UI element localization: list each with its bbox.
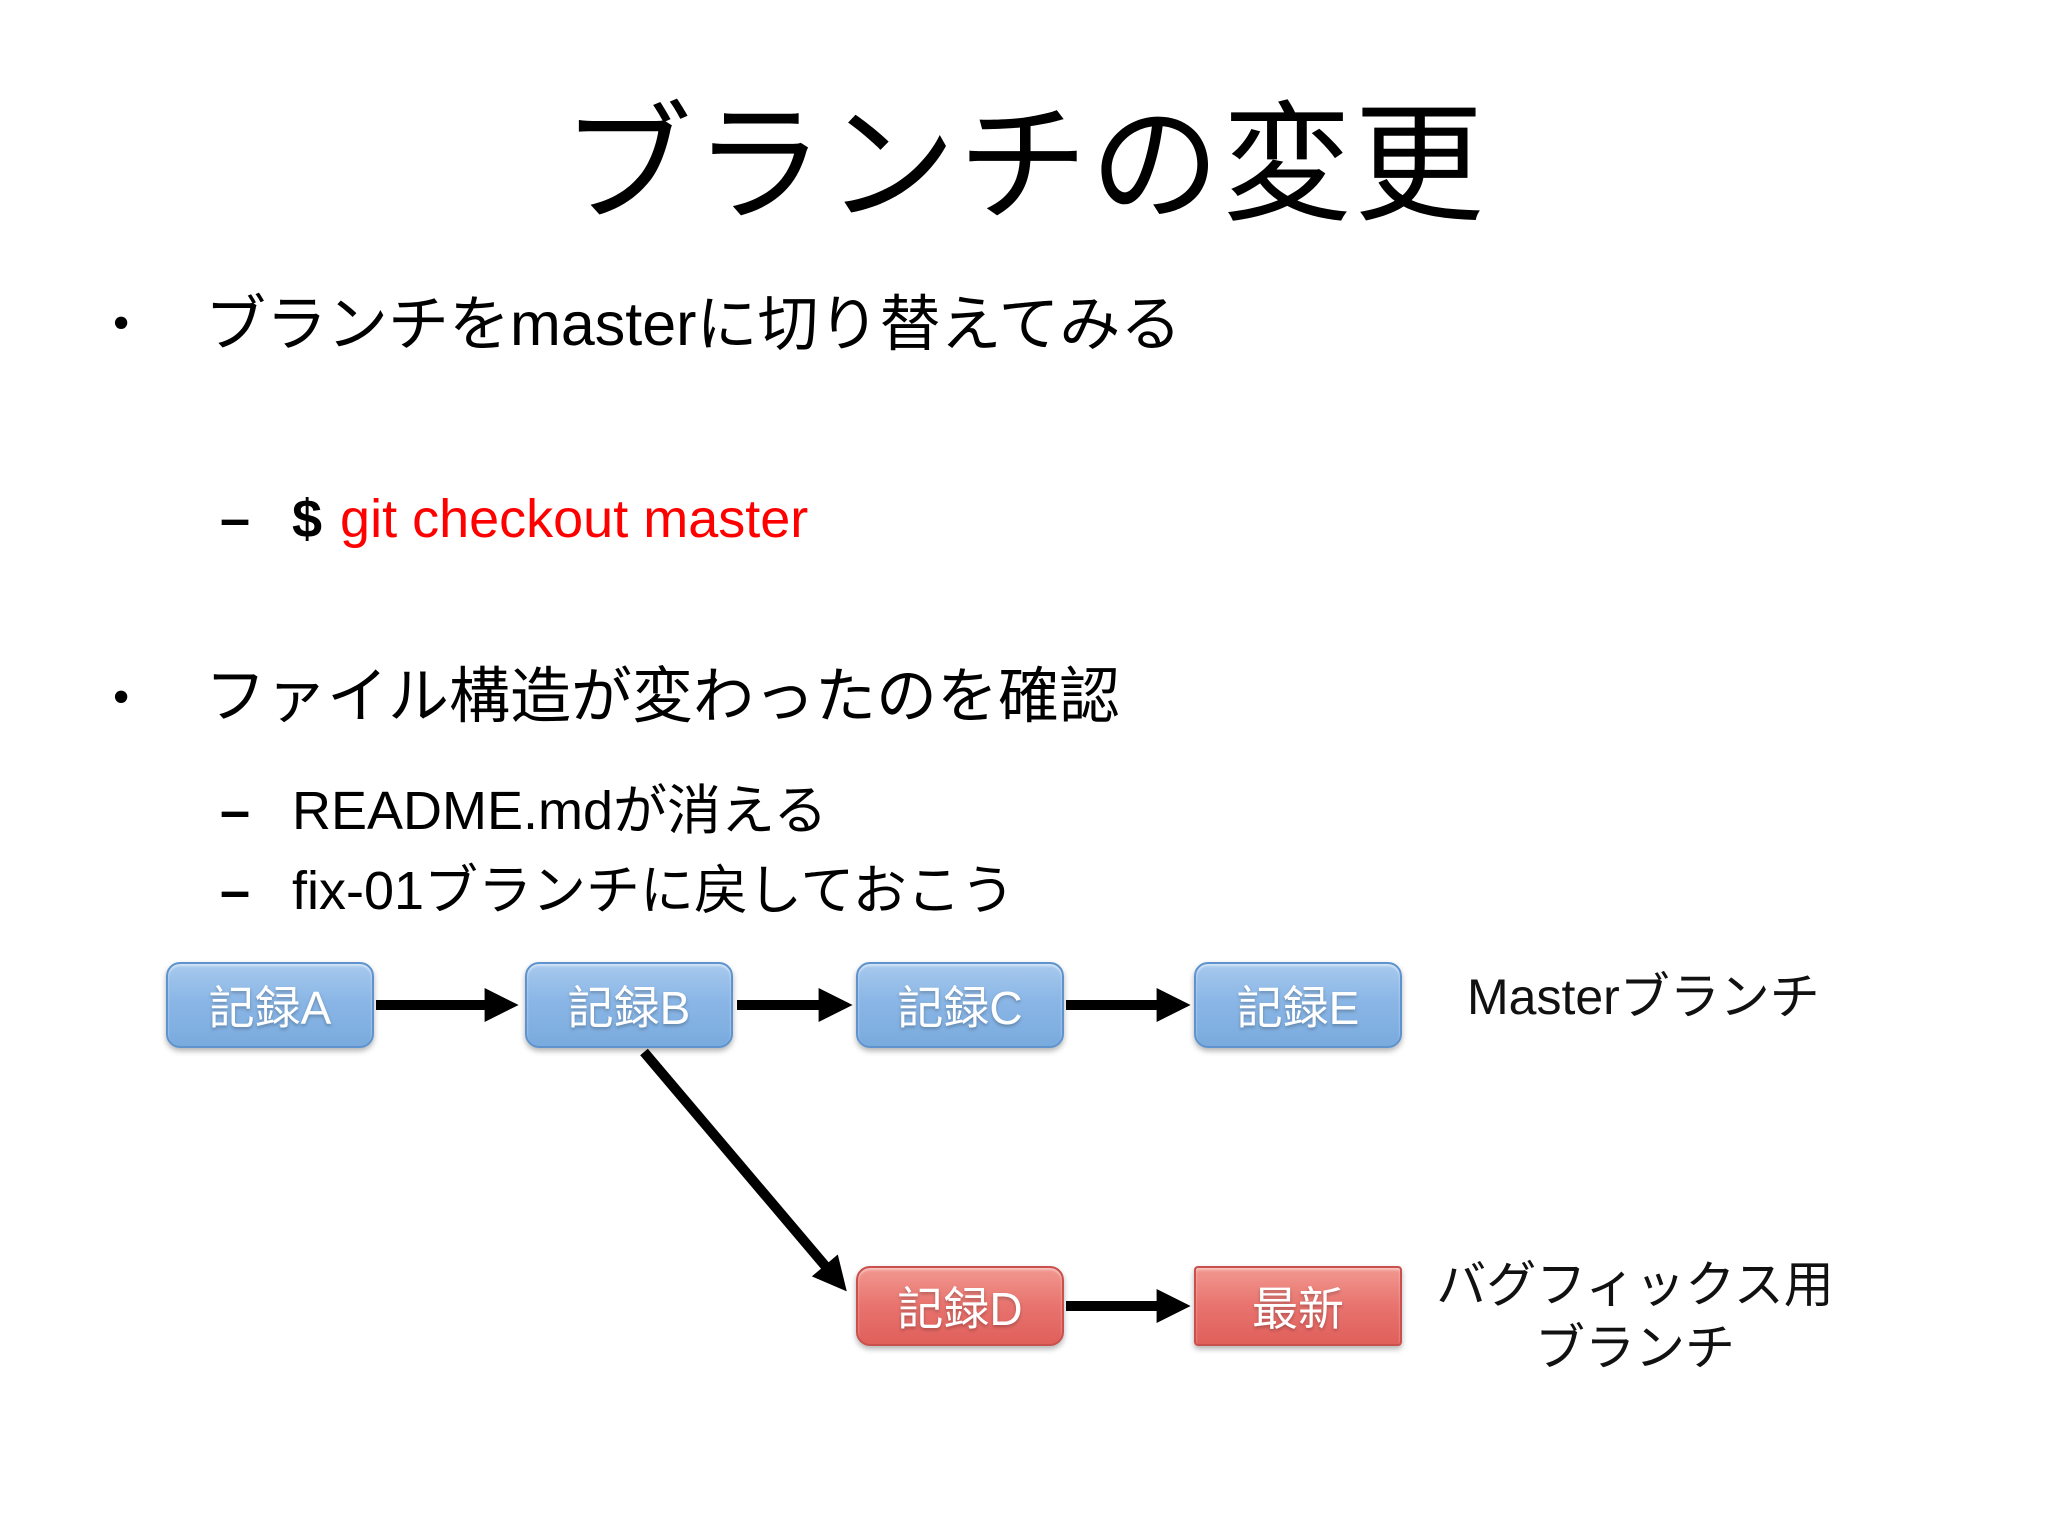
dash-icon: – (220, 781, 251, 841)
bullet-switch-to-master: • ブランチをmasterに切り替えてみる (112, 286, 1181, 364)
commit-node-a: 記録A (166, 962, 374, 1048)
bullet-icon: • (112, 295, 131, 352)
readme-text-jp: が消える (613, 781, 828, 841)
arrow-b-to-d (640, 1048, 847, 1292)
sub-bullet-git-checkout: – $ git checkout master (220, 484, 808, 554)
readme-filename: README.md (292, 781, 614, 841)
bugfix-branch-label-line1: バグフィックス用 (1436, 1257, 1834, 1313)
bullet-switch-text-jp1: ブランチを (205, 292, 511, 359)
fix01-text: fix-01ブランチに戻しておこう (292, 856, 1015, 926)
fix01-text-jp: ブランチに戻しておこう (424, 861, 1015, 921)
sub-bullet-readme: – README.mdが消える (220, 776, 827, 846)
bullet-switch-text-master: master (510, 290, 697, 358)
master-branch-label: Masterブランチ (1467, 969, 1820, 1025)
commit-node-d: 記録D (856, 1266, 1064, 1346)
bullet-switch-text: ブランチをmasterに切り替えてみる (205, 286, 1181, 364)
bullet-switch-text-jp2: に切り替えてみる (696, 292, 1182, 359)
fix01-branch-name: fix-01 (292, 861, 425, 921)
git-checkout-command: git checkout master (340, 489, 809, 549)
commit-node-latest: 最新 (1194, 1266, 1402, 1346)
dash-icon: – (220, 489, 251, 549)
commit-node-c: 記録C (856, 962, 1064, 1048)
commit-node-e: 記録E (1194, 962, 1402, 1048)
page-title: ブランチの変更 (561, 95, 1486, 239)
sub-bullet-fix01: – fix-01ブランチに戻しておこう (220, 856, 1015, 926)
bugfix-branch-label: バグフィックス用 ブランチ (1430, 1254, 1840, 1380)
shell-prompt: $ (292, 489, 323, 549)
command-line: $ git checkout master (292, 484, 808, 554)
commit-node-b: 記録B (525, 962, 733, 1048)
dash-icon: – (220, 861, 251, 921)
bugfix-branch-label-line2: ブランチ (1535, 1320, 1735, 1376)
bullet-icon: • (112, 669, 131, 726)
bullet-confirm-structure: • ファイル構造が変わったのを確認 (112, 660, 1120, 736)
bullet-confirm-text: ファイル構造が変わったのを確認 (205, 664, 1121, 731)
readme-text: README.mdが消える (292, 776, 827, 846)
